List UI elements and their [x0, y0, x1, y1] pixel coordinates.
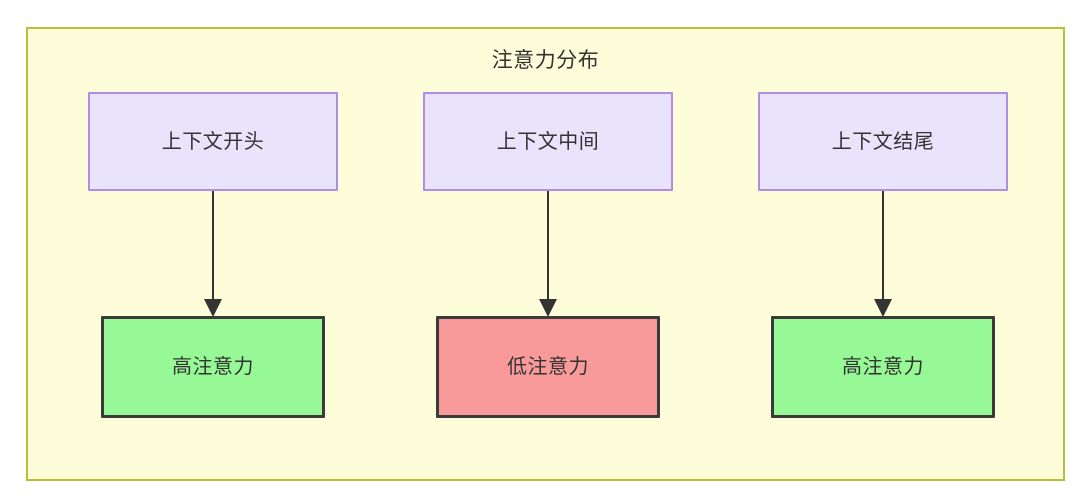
node-attention-end[interactable]: 高注意力	[771, 316, 995, 418]
node-attention-end-label: 高注意力	[842, 356, 924, 378]
node-context-end[interactable]: 上下文结尾	[758, 92, 1008, 191]
node-context-middle-label: 上下文中间	[496, 130, 600, 153]
node-attention-start-label: 高注意力	[172, 356, 254, 378]
node-attention-start[interactable]: 高注意力	[101, 316, 325, 418]
node-context-middle[interactable]: 上下文中间	[423, 92, 673, 191]
node-attention-middle-label: 低注意力	[507, 356, 589, 378]
cluster-title: 注意力分布	[491, 49, 600, 72]
node-attention-middle[interactable]: 低注意力	[436, 316, 660, 418]
node-context-end-label: 上下文结尾	[831, 130, 935, 153]
node-context-start[interactable]: 上下文开头	[88, 92, 338, 191]
node-context-start-label: 上下文开头	[161, 130, 265, 153]
